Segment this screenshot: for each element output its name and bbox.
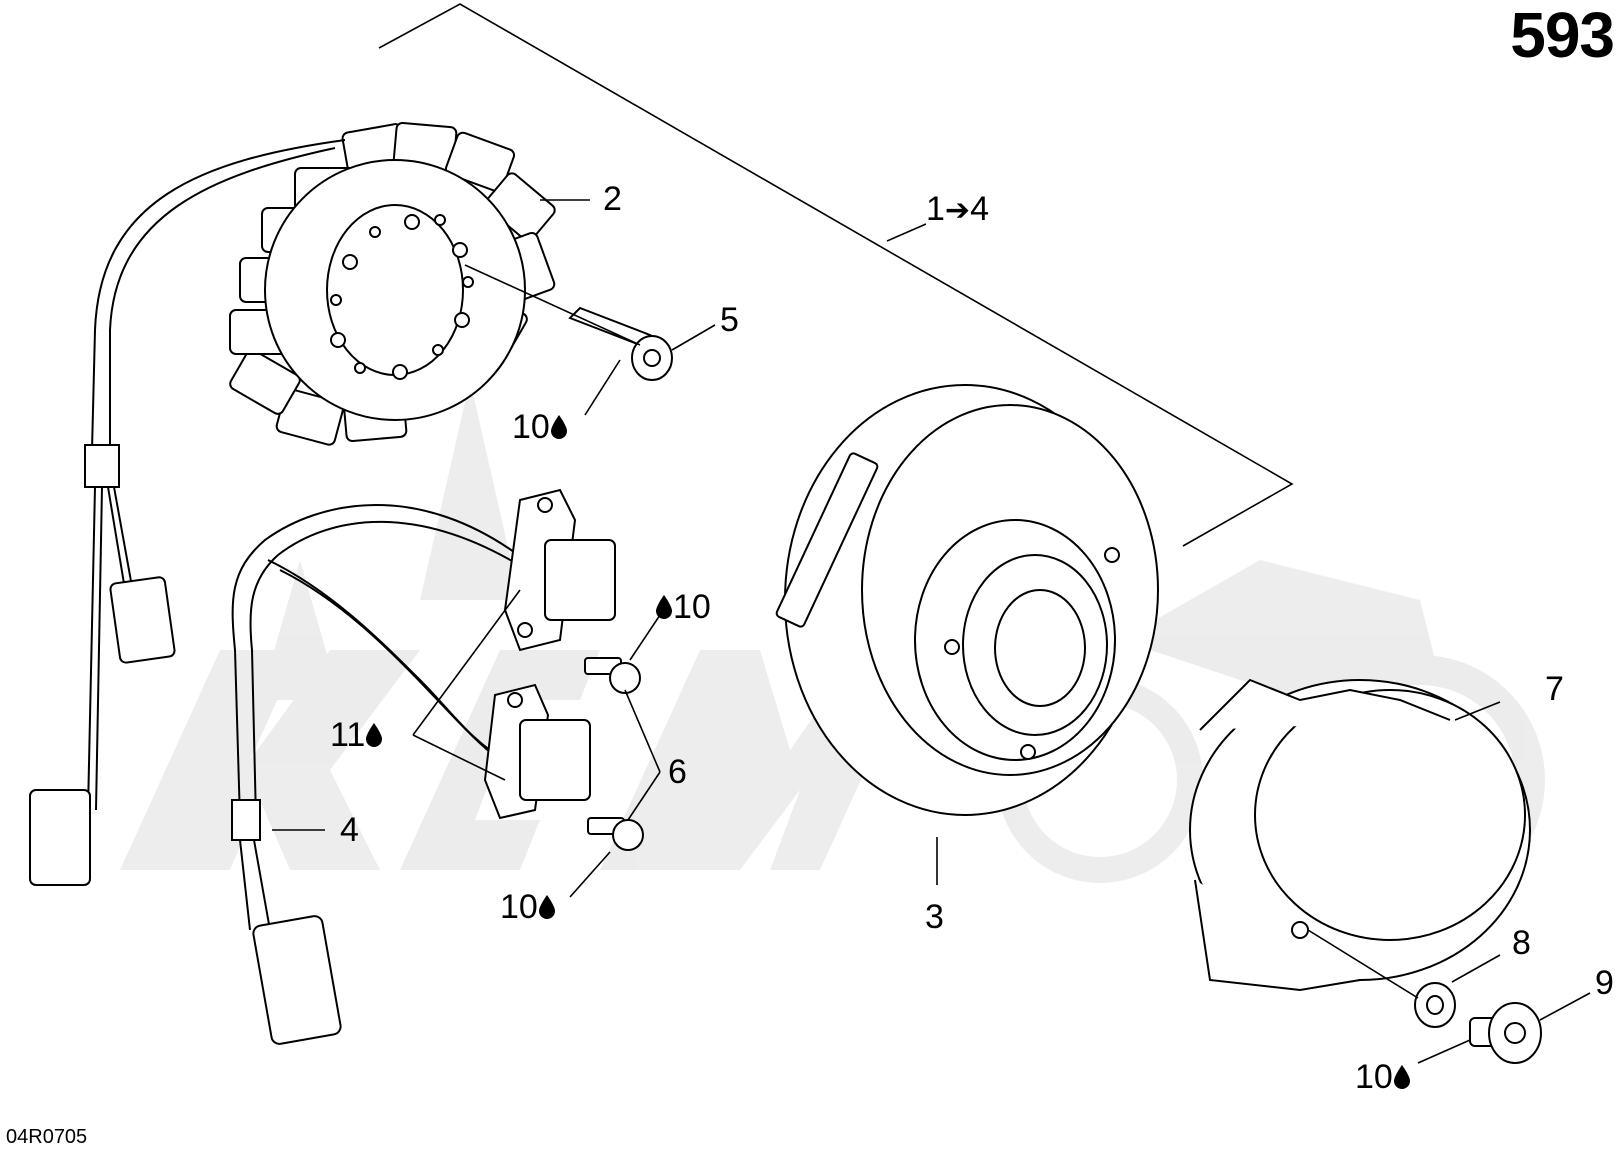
- callout-7: 7: [1545, 670, 1564, 708]
- callout-kit-end: 4: [970, 190, 989, 228]
- stator-harness: [29, 139, 346, 886]
- stator-part: [229, 121, 556, 446]
- torque-value: 10: [500, 888, 538, 926]
- flywheel-part: [775, 384, 1159, 816]
- washer-part: [1414, 982, 1456, 1028]
- torque-value: 10: [1355, 1058, 1393, 1096]
- stator-holes: [330, 214, 474, 380]
- callout-kit-1-4: 1➔4: [926, 192, 989, 226]
- arrow-icon: ➔: [944, 194, 971, 227]
- trigger-coil-upper: [503, 488, 616, 652]
- drawing-code: 04R0705: [6, 1126, 88, 1148]
- liquid-drop-icon: [538, 895, 555, 919]
- liquid-drop-icon: [1393, 1065, 1410, 1089]
- kit-bracket: [378, 3, 1294, 547]
- trigger-harness: [231, 504, 536, 1045]
- callout-sealant: 11: [330, 718, 383, 752]
- callout-5: 5: [720, 301, 739, 339]
- torque-value: 10: [673, 588, 711, 626]
- ring-screw-part: [1469, 1002, 1542, 1064]
- leader-lines: [272, 199, 1591, 1064]
- callout-torque-b: 10: [655, 590, 711, 624]
- torque-value: 10: [512, 408, 550, 446]
- liquid-drop-icon: [656, 595, 672, 619]
- callout-9: 9: [1595, 964, 1614, 1002]
- callout-torque-d: 10: [1355, 1060, 1411, 1094]
- callout-torque-a: 10: [512, 410, 568, 444]
- callout-kit-start: 1: [926, 190, 945, 228]
- callout-2: 2: [603, 180, 622, 218]
- callout-4: 4: [340, 811, 359, 849]
- starter-ring-part: [1189, 678, 1531, 992]
- callout-8: 8: [1512, 924, 1531, 962]
- callout-torque-c: 10: [500, 890, 556, 924]
- liquid-drop-icon: [550, 415, 567, 439]
- liquid-drop-icon: [366, 723, 383, 747]
- trigger-screws: [584, 657, 644, 851]
- page-number: 593: [1510, 0, 1615, 71]
- trigger-coil-lower: [483, 683, 591, 820]
- stator-bolt: [568, 306, 673, 381]
- callout-6: 6: [668, 753, 687, 791]
- sealant-value: 11: [330, 716, 366, 754]
- callout-3: 3: [925, 898, 944, 936]
